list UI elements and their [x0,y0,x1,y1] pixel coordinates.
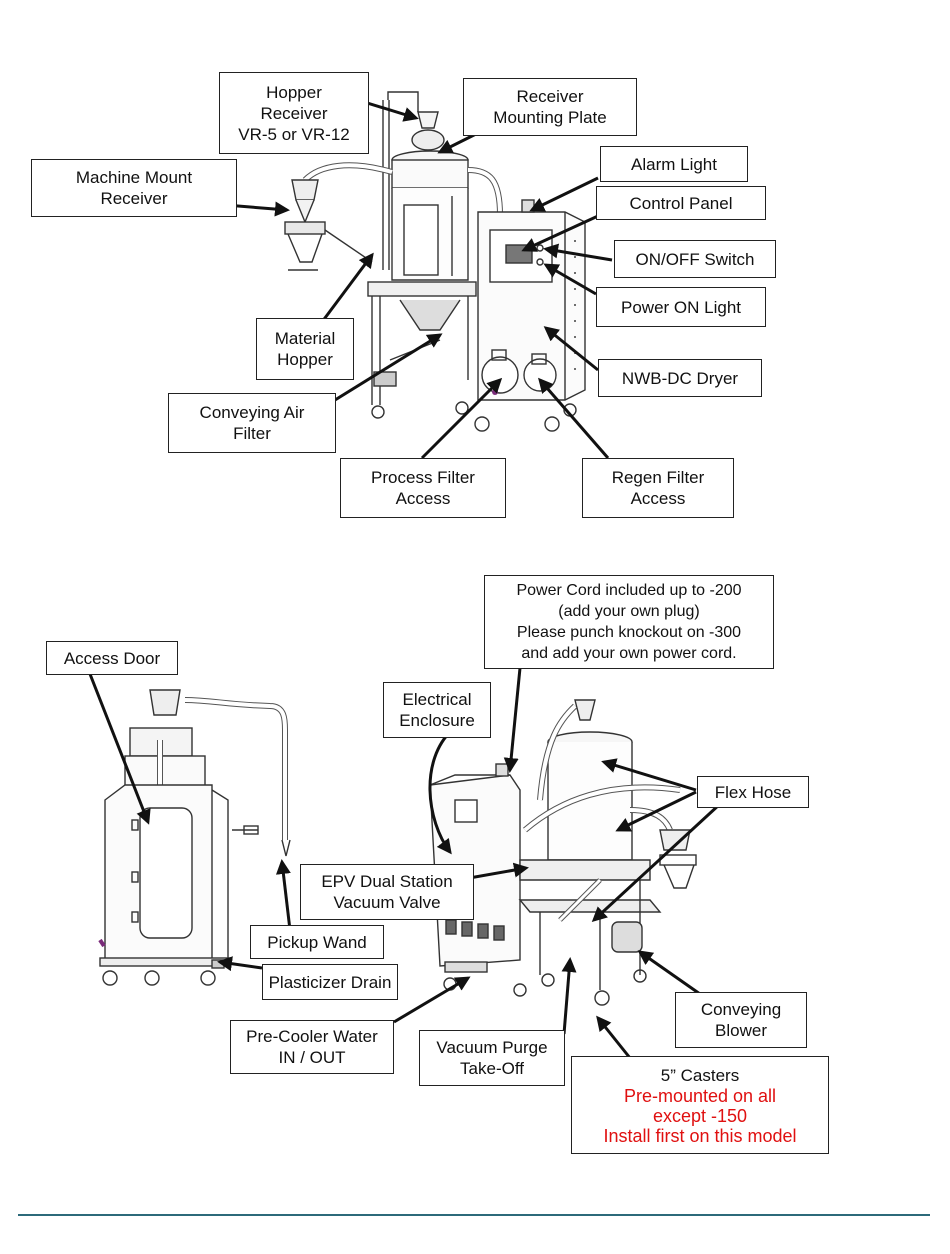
label-line: and add your own power cord. [521,645,737,662]
arrow-casters [596,1015,632,1059]
label-alarm-light: Alarm Light [600,146,748,182]
label-line: Pickup Wand [267,932,367,952]
label-line: Access [630,489,686,508]
label-line: Power ON Light [621,297,741,317]
label-line: ON/OFF Switch [635,249,755,269]
label-line: Enclosure [399,711,475,730]
label-line: Electrical [402,690,472,709]
label-on-off-switch: ON/OFF Switch [614,240,776,278]
casters-note-line: Pre-mounted on all [623,1085,777,1106]
label-control-panel: Control Panel [596,186,766,220]
label-casters: 5” Casters Pre-mounted on all except -15… [571,1056,829,1154]
arrow-alarm-light [529,176,599,212]
label-process-filter-access: Process Filter Access [340,458,506,518]
arrow-power-cord [503,667,522,773]
arrow-material-hopper [314,252,374,331]
label-line: Power Cord included up to -200 [516,582,742,599]
arrow-flex-hose-2 [615,790,697,832]
label-flex-hose: Flex Hose [697,776,809,808]
casters-note-line: except -150 [652,1105,748,1126]
label-line: Receiver [100,189,168,208]
label-line: NWB-DC Dryer [621,368,739,388]
label-line: Blower [715,1021,767,1040]
label-pre-cooler-water: Pre-Cooler Water IN / OUT [230,1020,394,1074]
label-power-cord-note: Power Cord included up to -200 (add your… [484,575,774,669]
label-plasticizer-drain: Plasticizer Drain [262,964,398,1000]
label-line: Please punch knockout on -300 [516,624,742,641]
label-nwb-dc-dryer: NWB-DC Dryer [598,359,762,397]
label-electrical-enclosure: Electrical Enclosure [383,682,491,738]
label-line: Receiver [260,103,328,123]
label-vacuum-purge: Vacuum Purge Take-Off [419,1030,565,1086]
label-line: Conveying [700,1000,782,1019]
label-pickup-wand: Pickup Wand [250,925,384,959]
label-line: (add your own plug) [558,603,700,620]
label-line: Material [274,329,336,348]
label-line: Control Panel [629,193,733,213]
label-line: Filter [233,424,271,443]
bottom-right-dryer-illustration [429,699,697,1006]
arrow-nwb-dc-dryer [543,326,599,372]
label-line: VR-5 or VR-12 [238,124,350,144]
label-line: Access Door [63,648,161,668]
arrow-flex-hose-1 [601,758,697,792]
label-conveying-air-filter: Conveying Air Filter [168,393,336,453]
arrow-vacuum-purge [561,957,577,1035]
footer-divider [18,1214,930,1216]
arrow-electrical-enclosure [428,728,454,855]
label-material-hopper: Material Hopper [256,318,354,380]
label-line: EPV Dual Station [321,872,453,891]
arrow-control-panel [521,214,599,252]
label-line: Machine Mount [75,168,193,187]
label-line: Access [395,489,451,508]
bottom-left-dryer-illustration [98,689,291,986]
label-line: Alarm Light [631,154,717,174]
label-line: Hopper [277,350,333,369]
arrow-process-filter-access [420,377,503,460]
label-line: Take-Off [460,1059,524,1078]
label-line: Receiver [516,87,584,106]
label-line: Vacuum Valve [333,893,441,912]
label-regen-filter-access: Regen Filter Access [582,458,734,518]
label-line: Pre-Cooler Water [246,1027,378,1046]
label-line: Hopper [266,82,322,102]
arrow-on-off-switch [543,243,613,262]
arrow-pickup-wand [275,859,292,931]
label-receiver-mounting-plate: Receiver Mounting Plate [463,78,637,136]
label-line: 5” Casters [660,1065,740,1085]
arrow-pre-cooler-water [393,976,471,1024]
arrow-access-door [88,673,151,825]
arrow-regen-filter-access [538,377,610,459]
top-dryer-illustration [284,91,586,432]
arrow-flex-hose-3 [591,802,722,923]
label-access-door: Access Door [46,641,178,675]
arrow-conveying-air-filter [334,333,443,402]
label-machine-mount-receiver: Machine Mount Receiver [31,159,237,217]
arrow-plasticizer-drain [217,956,263,972]
label-line: Plasticizer Drain [268,972,392,992]
label-conveying-blower: Conveying Blower [675,992,807,1048]
arrow-conveying-blower [637,950,701,996]
label-epv-dual-station: EPV Dual Station Vacuum Valve [300,864,474,920]
casters-note-line: Install first on this model [603,1125,797,1146]
label-line: Mounting Plate [493,108,607,127]
label-power-on-light: Power ON Light [596,287,766,327]
label-line: Vacuum Purge [436,1038,548,1057]
label-line: Flex Hose [714,782,792,802]
label-line: Conveying Air [199,403,305,422]
arrow-power-on-light [543,263,597,296]
label-hopper-receiver: Hopper Receiver VR-5 or VR-12 [219,72,369,154]
label-line: Regen Filter [611,468,705,487]
label-line: IN / OUT [278,1048,346,1067]
label-line: Process Filter [371,468,475,487]
